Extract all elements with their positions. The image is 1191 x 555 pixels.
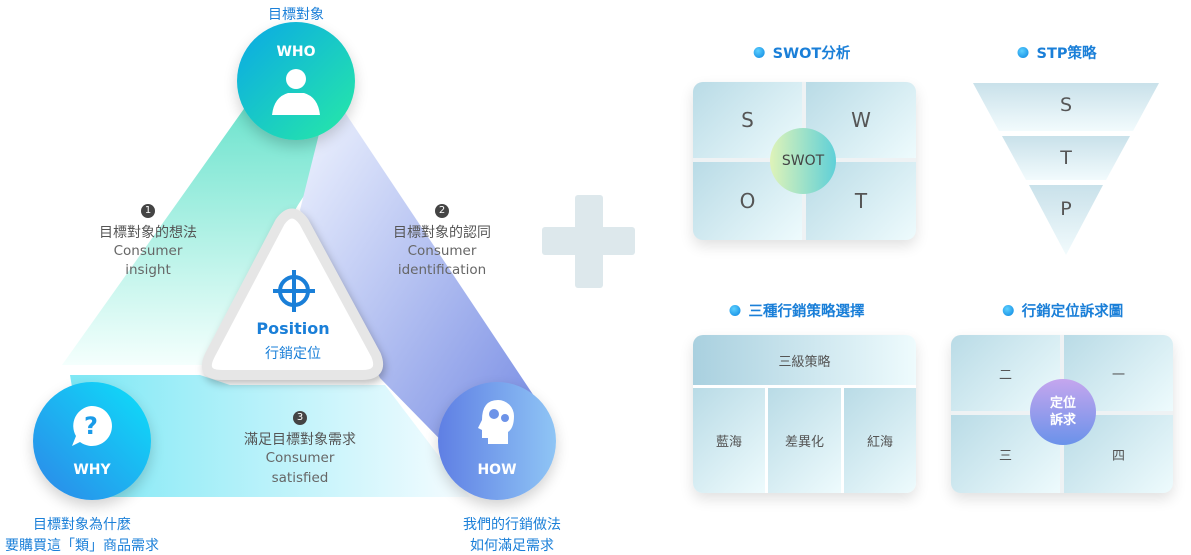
edge-3-en2: satisfied [271, 470, 329, 486]
edge-2-en1: Consumer [407, 243, 477, 259]
center-title-en: Position [256, 319, 330, 338]
edge-2-number: 2 [435, 204, 449, 218]
center-title-zh: 行銷定位 [265, 346, 321, 362]
stp-band-s [973, 83, 1159, 131]
swot-center: SWOT [770, 128, 836, 194]
stp-title: STP策略 [1017, 42, 1097, 63]
swot-title: SWOT分析 [753, 42, 851, 63]
bottom-band [70, 375, 470, 497]
how-circle: HOW [438, 382, 556, 500]
stp-p: P [1060, 198, 1072, 220]
how-label-1: 我們的行銷做法 [463, 517, 561, 533]
bullet-icon [753, 47, 765, 58]
stp-t: T [1060, 147, 1072, 169]
edge-3-en1: Consumer [265, 450, 335, 466]
edge-3-zh: 滿足目標對象需求 [244, 432, 356, 448]
three-col-1: 藍海 [693, 388, 765, 493]
person-icon [272, 69, 320, 115]
appeal-center: 定位 訴求 [1030, 379, 1096, 445]
bullet-icon [1002, 305, 1014, 316]
who-circle: WHO [237, 22, 355, 140]
edge-1-en2: insight [125, 262, 171, 278]
appeal-center-2: 訴求 [1049, 413, 1076, 428]
target-icon [273, 270, 315, 312]
appeal-title: 行銷定位訴求圖 [1002, 300, 1124, 321]
why-title: WHY [73, 462, 111, 478]
three-title: 三種行銷策略選擇 [729, 300, 865, 321]
stp-s: S [1059, 94, 1073, 116]
left-band [62, 75, 340, 365]
edge-2-zh: 目標對象的認同 [393, 225, 491, 241]
how-label-2: 如何滿足需求 [470, 538, 554, 554]
edge-2-en2: identification [397, 262, 487, 278]
three-top: 三級策略 [693, 335, 916, 385]
why-label-2: 要購買這「類」商品需求 [5, 538, 159, 554]
triangle-bands [62, 75, 550, 497]
brain-gears-icon [478, 400, 514, 444]
edge-3-number: 3 [293, 411, 307, 425]
why-label-1: 目標對象為什麼 [33, 517, 131, 533]
three-title-text: 三種行銷策略選擇 [748, 304, 865, 320]
edge-1-en1: Consumer [113, 243, 183, 259]
three-box: 三級策略 藍海 差異化 紅海 [693, 335, 916, 493]
svg-text:?: ? [84, 412, 98, 440]
how-title: HOW [477, 462, 517, 478]
why-circle: ? WHY [33, 382, 151, 500]
appeal-center-1: 定位 [1049, 396, 1076, 411]
edge-1-zh: 目標對象的想法 [99, 225, 197, 241]
bullet-icon [1017, 47, 1029, 58]
bullet-icon [729, 305, 741, 316]
who-top-label: 目標對象 [268, 7, 324, 23]
who-title: WHO [276, 44, 316, 60]
stp-band-t [1002, 136, 1130, 180]
swot-title-text: SWOT分析 [772, 46, 851, 62]
three-col-3: 紅海 [844, 388, 916, 493]
stp-funnel [973, 83, 1159, 255]
edge-1-number: 1 [141, 204, 155, 218]
stp-title-text: STP策略 [1036, 46, 1097, 62]
question-bubble-icon: ? [72, 405, 112, 446]
plus-icon-bar [542, 227, 635, 255]
right-band [300, 90, 550, 470]
appeal-title-text: 行銷定位訴求圖 [1021, 304, 1124, 320]
three-col-2: 差異化 [768, 388, 841, 493]
stp-band-p [1029, 185, 1103, 255]
